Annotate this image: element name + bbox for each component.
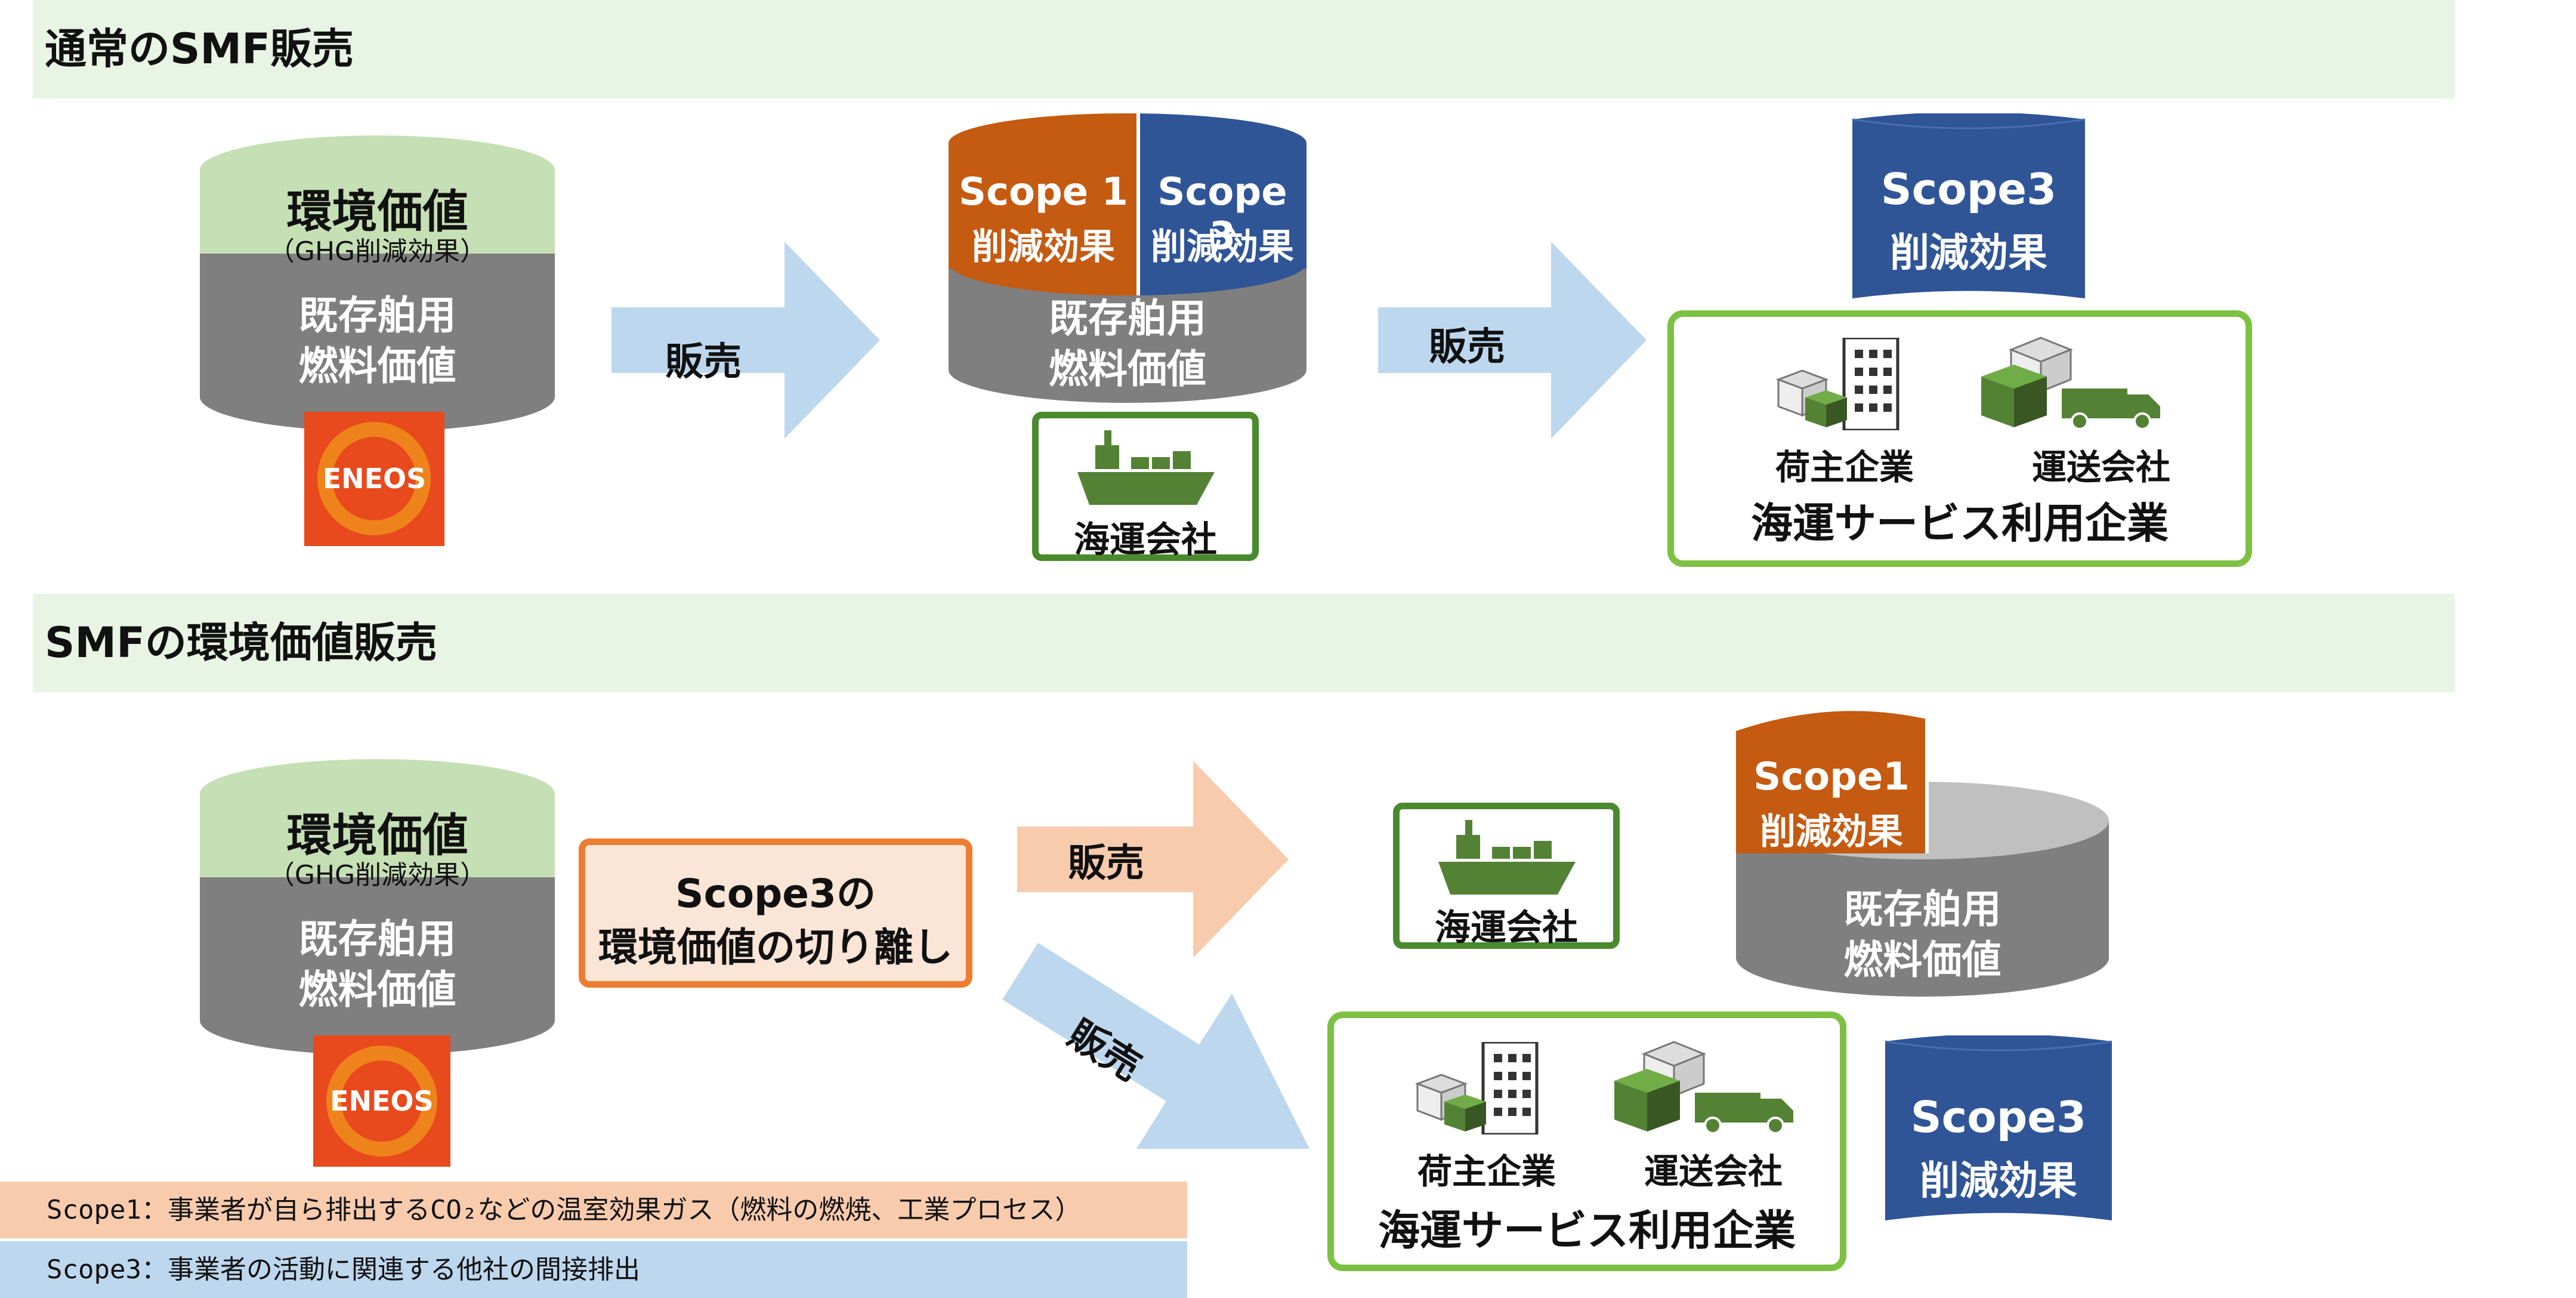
env-value-label: 環境価値 xyxy=(286,185,468,238)
sell-arrow-2-label: 販売 xyxy=(1429,325,1505,369)
transport-icon xyxy=(1981,337,2160,430)
ship-icon xyxy=(1077,430,1215,505)
eneos-logo-graphic-2 xyxy=(326,1046,437,1157)
shipping-company-label-2: 海運会社 xyxy=(1435,907,1578,949)
eneos-logo-text-2: ENEOS xyxy=(330,1085,434,1117)
shipper-icon xyxy=(1775,338,1899,430)
cylinder-scope-fuel: Scope 1 削減効果 Scope 3 削減効果 既存舶用 燃料価値 xyxy=(949,113,1306,406)
shipping-company-box-1: 海運会社 xyxy=(1032,412,1259,561)
fuel2-line1: 既存舶用 xyxy=(1049,295,1206,341)
service-users-title-2: 海運サービス利用企業 xyxy=(1378,1206,1796,1255)
fuel-line1: 既存舶用 xyxy=(298,292,456,338)
section1-header: 通常のSMF販売 xyxy=(33,0,2455,98)
scope3-cyl1-label: Scope3 xyxy=(1880,164,2057,214)
transport-label-1: 運送会社 xyxy=(2032,447,2171,488)
shipping-company-label-1: 海運会社 xyxy=(1074,519,1217,561)
scope3-cylinder-2: Scope3 削減効果 xyxy=(1885,1035,2112,1226)
ship-icon-2 xyxy=(1438,820,1576,895)
scope3-cylinder-shape-2 xyxy=(1885,1035,2112,1220)
eneos-logo: ENEOS xyxy=(304,412,444,546)
cylinder-scope1-shape xyxy=(1736,711,2109,997)
scope3-cyl1-reduction: 削減効果 xyxy=(1890,230,2047,276)
scope1-reduction: 削減効果 xyxy=(972,226,1115,268)
legend-scope3: Scope3：事業者の活動に関連する他社の間接排出 xyxy=(0,1241,1187,1298)
section2-title: SMFの環境価値販売 xyxy=(45,618,437,667)
section1-title: 通常のSMF販売 xyxy=(45,24,354,73)
legend-scope1: Scope1：事業者が自ら排出するCO₂などの温室効果ガス（燃料の燃焼、工業プロ… xyxy=(0,1182,1187,1238)
fuel3-line1: 既存舶用 xyxy=(298,916,456,962)
scope3-cylinder-shape xyxy=(1852,113,2085,298)
env-sub-label-2: （GHG削減効果） xyxy=(268,860,487,890)
eneos-logo-graphic xyxy=(317,422,431,535)
scope3-cyl2-reduction: 削減効果 xyxy=(1920,1158,2077,1204)
env-sub-label: （GHG削減効果） xyxy=(268,236,487,267)
sell-arrow-3 xyxy=(1017,761,1289,958)
eneos-logo-text: ENEOS xyxy=(322,463,427,495)
shipper-label-2: 荷主企業 xyxy=(1417,1151,1556,1192)
cylinder-scope-shape xyxy=(949,113,1306,403)
sell-arrow-1 xyxy=(611,242,880,439)
fuel2-line2: 燃料価値 xyxy=(1049,346,1206,392)
eneos-logo-2: ENEOS xyxy=(313,1035,450,1167)
cylinder-env-fuel: 環境価値 （GHG削減効果） 既存舶用 燃料価値 xyxy=(200,134,555,433)
fuel4-line2: 燃料価値 xyxy=(1843,937,2002,983)
service-users-box-2: 荷主企業 運送会社 海運サービス利用企業 xyxy=(1327,1012,1846,1271)
service-users-box-1: 荷主企業 運送会社 海運サービス利用企業 xyxy=(1667,310,2252,567)
shipping-company-box-2: 海運会社 xyxy=(1393,803,1620,949)
scope3-cyl2-label: Scope3 xyxy=(1910,1092,2087,1142)
cylinder-shape-2 xyxy=(200,759,555,1055)
service-users-title-1: 海運サービス利用企業 xyxy=(1751,499,2169,548)
sell-arrow-3-label: 販売 xyxy=(1068,841,1144,886)
cylinder-shape xyxy=(200,135,555,431)
sell-arrow-1-label: 販売 xyxy=(665,340,742,384)
scope1b-label: Scope1 xyxy=(1753,755,1910,799)
fuel3-line2: 燃料価値 xyxy=(298,967,456,1013)
scope3-reduction: 削減効果 xyxy=(1151,226,1294,268)
scope1-label: Scope 1 xyxy=(958,170,1129,214)
fuel4-line1: 既存舶用 xyxy=(1843,886,2002,932)
transport-icon-2 xyxy=(1614,1041,1793,1134)
shipper-icon-2 xyxy=(1414,1042,1539,1134)
scope3-label: Scope 3 xyxy=(1157,170,1287,258)
cylinder-scope1-fuel: Scope1 削減効果 既存舶用 燃料価値 xyxy=(1736,707,2109,1000)
scope1b-reduction: 削減効果 xyxy=(1760,811,1903,853)
scope3-cylinder-1: Scope3 削減効果 xyxy=(1852,113,2085,304)
transport-label-2: 運送会社 xyxy=(1644,1151,1783,1192)
fuel-line2: 燃料価値 xyxy=(298,343,456,389)
separation-line1: Scope3の xyxy=(675,871,876,917)
cylinder-env-fuel-2: 環境価値 （GHG削減効果） 既存舶用 燃料価値 xyxy=(200,758,555,1056)
env-value-label-2: 環境価値 xyxy=(286,809,468,862)
sell-arrow-2 xyxy=(1378,242,1647,439)
scope3-separation-box: Scope3の 環境価値の切り離し xyxy=(579,838,972,988)
sell-arrow-4 xyxy=(1002,943,1309,1149)
separation-line2: 環境価値の切り離し xyxy=(598,924,953,970)
shipper-label-1: 荷主企業 xyxy=(1775,447,1914,488)
section2-header: SMFの環境価値販売 xyxy=(33,594,2455,692)
